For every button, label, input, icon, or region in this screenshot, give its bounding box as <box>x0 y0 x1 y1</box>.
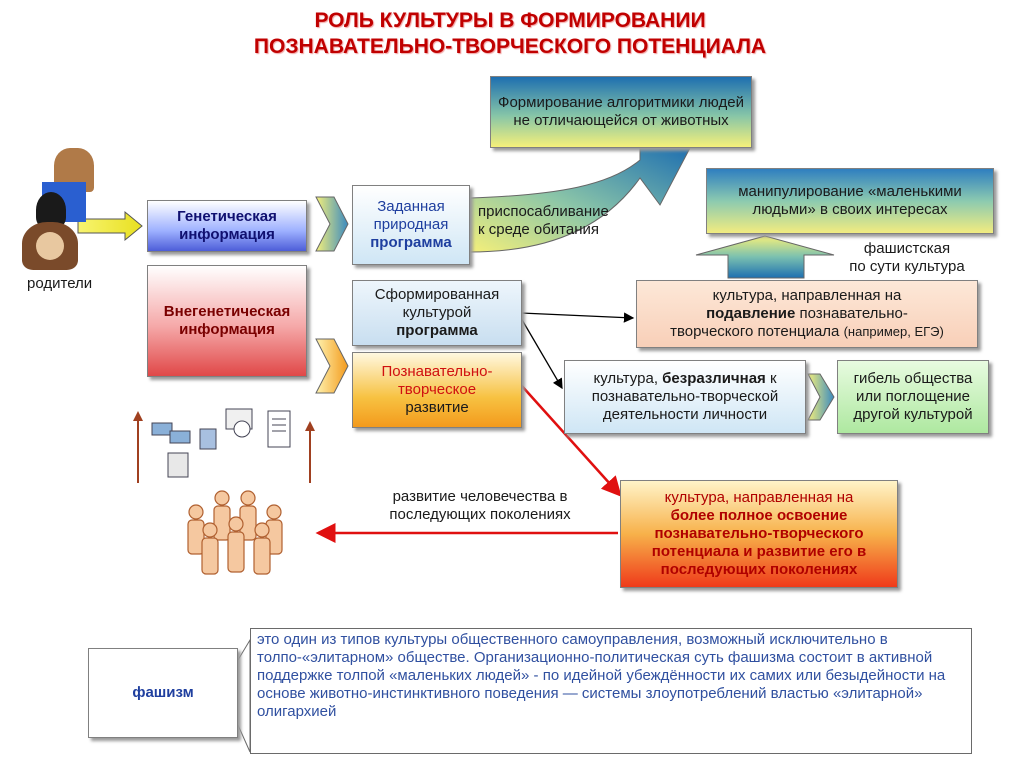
parents-arrow <box>77 210 143 242</box>
adaptation-line-2: к среде обитания <box>478 221 599 238</box>
adaptation-label: приспосабливание к среде обитания <box>478 203 648 239</box>
genetic-info-box: Генетическая информация <box>147 200 307 252</box>
fascist-culture-label: фашистская по сути культура <box>832 240 982 276</box>
algorithm-text: Формирование алгоритмики людей не отлича… <box>498 94 744 129</box>
development-line-3: познавательно-творческого <box>654 525 864 542</box>
humanity-development-line-1: развитие человечества в <box>392 488 568 505</box>
preset-program-line-2: природная <box>373 216 449 233</box>
cognitive-development-line-2: творческое <box>397 381 477 398</box>
suppression-line-3: творческого потенциала <box>670 323 840 340</box>
indifferent-line-2: познавательно-творческой <box>591 388 779 405</box>
extragenetic-info-text: Внегенетическая информация <box>163 303 291 338</box>
suppression-line-1: культура, направленная на <box>712 287 902 304</box>
cognitive-development-line-1: Познавательно- <box>381 363 493 380</box>
curved-up-arrow <box>469 147 691 253</box>
fascist-culture-line-2: по сути культура <box>849 258 965 275</box>
society-death-text: гибель общества или поглощение другой ку… <box>853 370 973 423</box>
preset-program-line-3: программа <box>370 234 452 251</box>
fascism-term-box: фашизм <box>88 648 238 738</box>
page-title: РОЛЬ КУЛЬТУРЫ В ФОРМИРОВАНИИ ПОЗНАВАТЕЛЬ… <box>150 8 870 60</box>
development-line-4: потенциала и развитие его в <box>651 543 867 560</box>
red-connector-to-development <box>520 384 622 497</box>
people-group-icon <box>176 484 296 576</box>
suppression-bold: подавление <box>706 305 796 322</box>
development-line-1: культура, направленная на <box>664 489 854 506</box>
development-culture-box: культура, направленная на более полное о… <box>620 480 898 588</box>
genetic-chevron-arrow <box>315 196 349 252</box>
suppression-line-2: познавательно- <box>799 305 908 322</box>
culture-program-line-2: культурой <box>402 304 472 321</box>
info-media-icon <box>130 405 320 485</box>
suppression-box: культура, направленная на подавление поз… <box>636 280 978 348</box>
genetic-info-text: Генетическая информация <box>177 208 277 243</box>
adaptation-line-1: приспосабливание <box>478 203 609 220</box>
fascist-culture-line-1: фашистская <box>863 240 951 257</box>
development-line-2: более полное освоение <box>670 507 848 524</box>
manipulation-text: манипулирование «маленькими людьми» в св… <box>738 183 962 218</box>
development-line-5: последующих поколениях <box>660 561 858 578</box>
title-line-2: ПОЗНАВАТЕЛЬНО-ТВОРЧЕСКОГО ПОТЕНЦИАЛА <box>253 35 767 58</box>
preset-program-box: Заданная природная программа <box>352 185 470 265</box>
humanity-development-label: развитие человечества в последующих поко… <box>370 488 590 524</box>
culture-program-box: Сформированная культурой программа <box>352 280 522 346</box>
algorithm-box: Формирование алгоритмики людей не отлича… <box>490 76 752 148</box>
indifferent-bold: безразличная <box>662 370 766 387</box>
fascism-callout <box>237 638 251 753</box>
parents-icon <box>18 148 94 270</box>
indifferent-part-2: к <box>769 370 777 387</box>
up-arrow-to-manipulation <box>695 235 835 279</box>
preset-program-line-1: Заданная <box>377 198 445 215</box>
fascism-definition-box: это один из типов культуры общественного… <box>250 628 972 754</box>
title-line-1: РОЛЬ КУЛЬТУРЫ В ФОРМИРОВАНИИ <box>314 9 706 32</box>
indifferent-line-3: деятельности личности <box>602 406 768 423</box>
parents-label: родители <box>27 275 93 292</box>
suppression-example: (например, ЕГЭ) <box>843 324 944 339</box>
humanity-development-line-2: последующих поколениях <box>389 506 571 523</box>
manipulation-box: манипулирование «маленькими людьми» в св… <box>706 168 994 234</box>
cognitive-development-box: Познавательно- творческое развитие <box>352 352 522 428</box>
connector-to-indifferent <box>520 317 563 390</box>
indifferent-box: культура, безразличная к познавательно-т… <box>564 360 806 434</box>
culture-program-line-1: Сформированная <box>374 286 500 303</box>
fascism-term: фашизм <box>132 684 194 701</box>
extragenetic-info-box: Внегенетическая информация <box>147 265 307 377</box>
society-death-box: гибель общества или поглощение другой ку… <box>837 360 989 434</box>
culture-program-line-3: программа <box>396 322 478 339</box>
extragenetic-chevron-arrow <box>315 338 349 394</box>
indifferent-part-1: культура, <box>593 370 658 387</box>
fascism-definition: это один из типов культуры общественного… <box>257 631 946 720</box>
death-chevron-arrow <box>807 373 835 421</box>
connector-to-suppression <box>520 312 635 323</box>
cognitive-development-line-3: развитие <box>405 399 469 416</box>
